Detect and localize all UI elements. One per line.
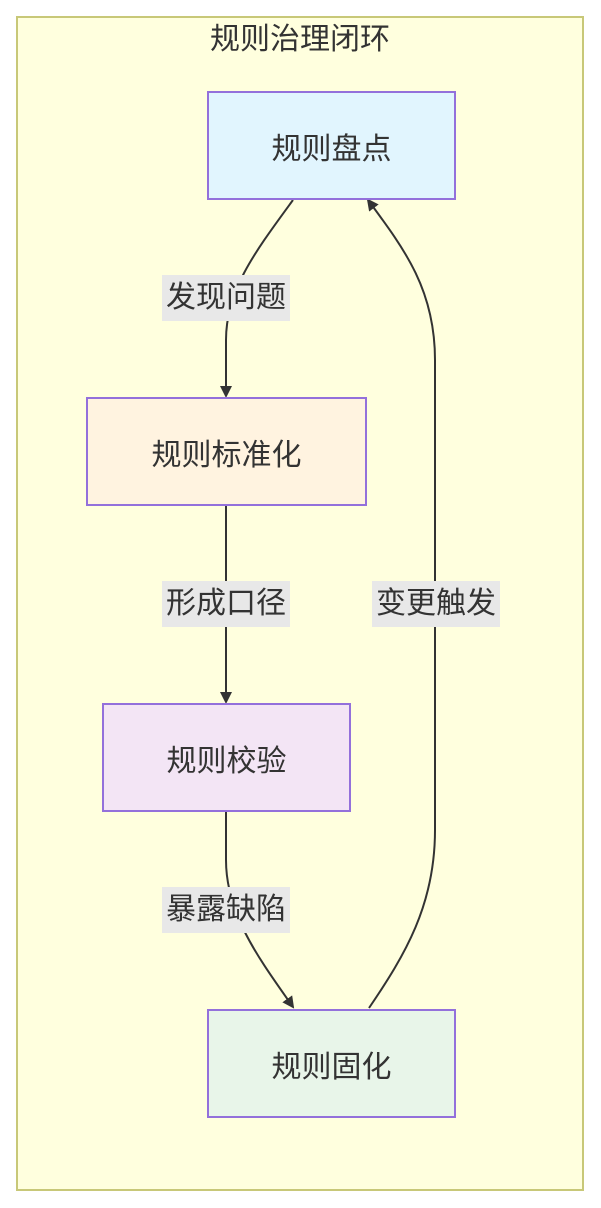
- edge-label-expose-defects: 暴露缺陷: [162, 887, 290, 933]
- edge-label-change-trigger: 变更触发: [372, 581, 500, 627]
- node-rule-solidification[interactable]: 规则固化: [207, 1009, 456, 1118]
- edge-label-form-caliber: 形成口径: [162, 581, 290, 627]
- group-title: 规则治理闭环: [210, 22, 390, 57]
- node-rule-standardization[interactable]: 规则标准化: [86, 397, 367, 506]
- node-rule-inventory[interactable]: 规则盘点: [207, 91, 456, 200]
- edge-label-find-issues: 发现问题: [162, 275, 290, 321]
- node-rule-validation[interactable]: 规则校验: [102, 703, 351, 812]
